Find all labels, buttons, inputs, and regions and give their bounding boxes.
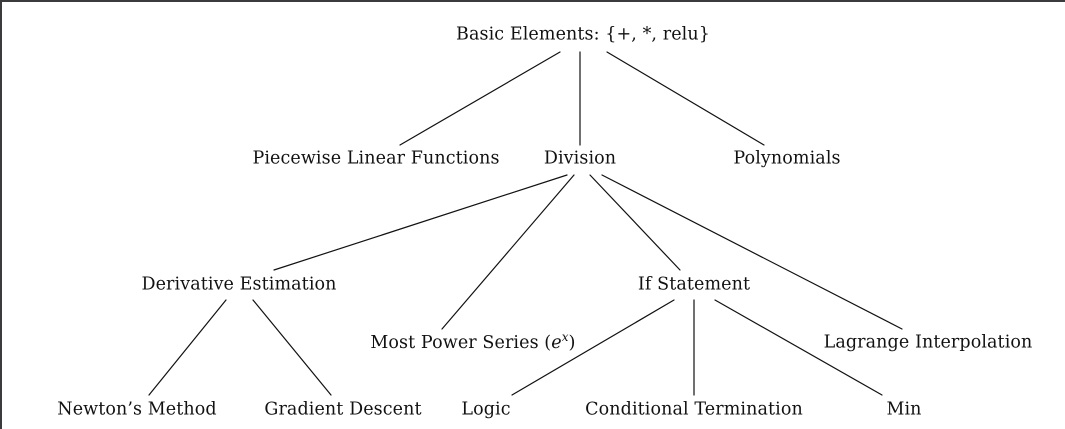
node-logic: Logic [461, 399, 511, 420]
node-gradient-descent: Gradient Descent [264, 399, 422, 420]
node-derivative-estimation: Derivative Estimation [141, 274, 337, 295]
node-newtons-method: Newton’s Method [57, 399, 217, 420]
node-polynomials: Polynomials [733, 148, 841, 169]
most-power-series-prefix: Most Power Series ( [370, 332, 552, 353]
edge-root-to-polynomials [606, 51, 765, 146]
most-power-series-math-base: e [551, 332, 562, 353]
node-division: Division [543, 148, 617, 169]
most-power-series-suffix: ) [568, 331, 576, 353]
node-min: Min [886, 399, 922, 420]
node-most-power-series: Most Power Series (ex) [370, 331, 576, 353]
node-conditional-termination: Conditional Termination [585, 399, 803, 420]
node-piecewise-linear-functions: Piecewise Linear Functions [252, 148, 500, 169]
most-power-series-math-exponent: x [561, 329, 569, 344]
edge-division-to-derivative-estimation [273, 174, 568, 271]
edge-division-to-if-statement [589, 174, 681, 271]
edge-derivative-estimation-to-gradient-descent [252, 299, 332, 396]
edge-if-statement-to-min [714, 299, 883, 396]
node-if-statement: If Statement [637, 274, 751, 295]
node-lagrange-interpolation: Lagrange Interpolation [823, 332, 1033, 353]
edge-derivative-estimation-to-newtons-method [148, 299, 227, 396]
edge-division-to-most-power-series [441, 174, 575, 330]
edge-division-to-lagrange-interpolation [601, 174, 903, 330]
node-root: Basic Elements: {+, *, relu} [456, 24, 710, 45]
edge-root-to-piecewise-linear-functions [399, 51, 561, 146]
edge-if-statement-to-logic [511, 299, 675, 396]
